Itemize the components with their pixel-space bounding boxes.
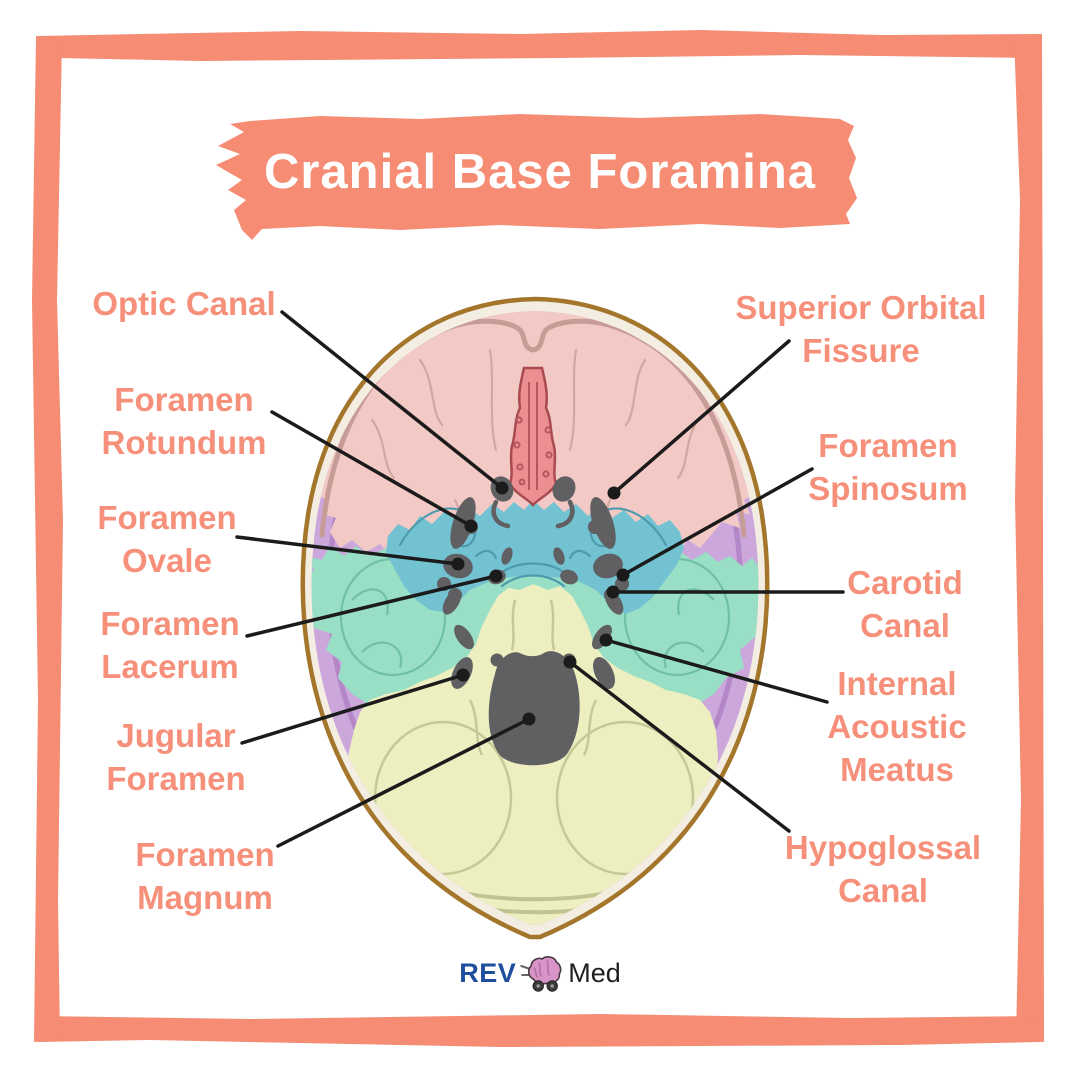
logo-med-text: Med (568, 957, 621, 988)
leader-carotid-canal (606, 585, 845, 599)
revmed-logo: REV Med (459, 952, 621, 994)
label-foramen-lacerum: Foramen Lacerum (100, 605, 240, 685)
leader-foramen-ovale (235, 535, 465, 571)
leader-internal-acoustic-meatus (599, 633, 829, 704)
crista-galli (508, 366, 558, 507)
label-optic-canal: Optic Canal (92, 285, 276, 322)
label-foramen-magnum: Foramen Magnum (135, 836, 275, 916)
label-superior-orbital-fissure: Superior Orbital Fissure (735, 289, 987, 369)
leader-foramen-rotundum (270, 410, 478, 533)
leader-jugular-foramen (240, 668, 470, 745)
leader-foramen-spinosum (616, 467, 814, 582)
label-carotid-canal: Carotid Canal (847, 564, 963, 644)
brain-car-icon (520, 956, 562, 992)
label-internal-acoustic-meatus: Internal Acoustic Meatus (827, 665, 967, 788)
label-foramen-rotundum: Foramen Rotundum (101, 381, 267, 461)
leader-foramen-magnum (276, 712, 536, 848)
leader-foramen-lacerum (245, 569, 503, 638)
leader-hypoglossal-canal (563, 655, 791, 833)
label-jugular-foramen: Jugular Foramen (106, 717, 246, 797)
page-title: Cranial Base Foramina (263, 145, 817, 199)
skull-base-illustration (300, 296, 770, 940)
frame-border (32, 30, 1044, 1047)
leader-lines (235, 310, 845, 848)
leader-optic-canal (280, 310, 509, 495)
label-foramen-ovale: Foramen Ovale (97, 499, 237, 579)
leader-superior-orbital-fissure (607, 339, 791, 500)
label-hypoglossal-canal: Hypoglossal Canal (784, 829, 982, 909)
title-banner (216, 114, 857, 240)
foramen-magnum-opening (488, 651, 580, 766)
logo-rev-text: REV (459, 957, 517, 988)
label-foramen-spinosum: Foramen Spinosum (808, 427, 968, 507)
